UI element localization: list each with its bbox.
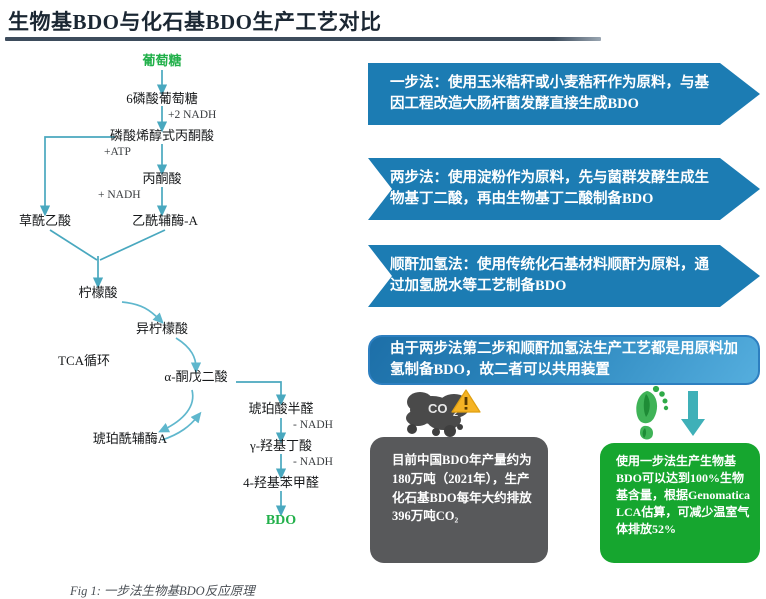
flow-edge-label-nadh-minus-1: - NADH xyxy=(293,419,333,431)
page-title: 生物基BDO与化石基BDO生产工艺对比 xyxy=(8,10,382,34)
svg-text:CO: CO xyxy=(428,401,448,416)
process-box-two-step[interactable]: 两步法：使用淀粉作为原料，先与菌群发酵生成生物基丁二酸，再由生物基丁二酸制备BD… xyxy=(368,158,760,220)
flow-node-succinate-semialdehyde: 琥珀酸半醛 xyxy=(248,401,314,416)
flow-node-g6p: 6磷酸葡萄糖 xyxy=(126,91,198,106)
svg-text:2: 2 xyxy=(453,408,458,418)
bio-bdo-stat-text: 使用一步法生产生物基BDO可以达到100%生物基含量，根据Genomatica … xyxy=(616,454,750,537)
fossil-bdo-stat-card: 目前中国BDO年产量约为180万吨（2021年），生产化石基BDO每年大约排放3… xyxy=(370,437,548,563)
flow-node-hydroxybenzaldehyde: 4-羟基苯甲醛 xyxy=(243,475,319,490)
flow-node-isocitrate: 异柠檬酸 xyxy=(135,321,189,336)
flow-edge-label-atp: +ATP xyxy=(104,146,131,158)
flow-node-alpha-ketoglutarate: α-酮戊二酸 xyxy=(164,369,228,384)
flow-node-bdo: BDO xyxy=(265,513,297,528)
flow-node-pep: 磷酸烯醇式丙酮酸 xyxy=(109,128,215,143)
process-box-one-step[interactable]: 一步法：使用玉米秸秆或小麦秸秆作为原料，与基因工程改造大肠杆菌发酵直接生成BDO xyxy=(368,63,760,125)
flow-node-oxaloacetate: 草酰乙酸 xyxy=(18,213,72,228)
shared-equipment-note-text: 由于两步法第二步和顺酐加氢法生产工艺都是用原料加氢制备BDO，故二者可以共用装置 xyxy=(390,340,738,378)
decrease-arrow-icon xyxy=(681,391,705,436)
flow-edge-label-nadh2: +2 NADH xyxy=(168,109,217,121)
process-box-one-step-text: 一步法：使用玉米秸秆或小麦秸秆作为原料，与基因工程改造大肠杆菌发酵直接生成BDO xyxy=(390,74,709,112)
warning-triangle-icon xyxy=(451,389,481,413)
process-box-two-step-text: 两步法：使用淀粉作为原料，先与菌群发酵生成生物基丁二酸，再由生物基丁二酸制备BD… xyxy=(390,169,709,207)
flow-node-citrate: 柠檬酸 xyxy=(78,285,118,300)
bio-bdo-pathway-diagram: 葡萄糖 6磷酸葡萄糖 +2 NADH 磷酸烯醇式丙酮酸 +ATP 丙酮酸 + N… xyxy=(0,48,360,598)
green-footprint-icon xyxy=(636,385,669,440)
co2-cloud-warning-icon: CO 2 xyxy=(406,389,481,437)
title-underline xyxy=(5,37,601,41)
fossil-bdo-stat-text: 目前中国BDO年产量约为180万吨（2021年），生产化石基BDO每年大约排放3… xyxy=(392,453,532,524)
flow-node-pyruvate: 丙酮酸 xyxy=(142,171,182,186)
flow-edge-label-nadh-plus: + NADH xyxy=(98,189,141,201)
flow-node-acetyl-coa: 乙酰辅酶-A xyxy=(132,213,198,228)
slide-canvas: 生物基BDO与化石基BDO生产工艺对比 xyxy=(0,10,760,598)
figure-caption: Fig 1: 一步法生物基BDO反应原理 xyxy=(70,584,255,598)
process-box-maleic-hydrogenation-text: 顺酐加氢法：使用传统化石基材料顺酐为原料，通过加氢脱水等工艺制备BDO xyxy=(390,256,709,294)
flow-node-glucose: 葡萄糖 xyxy=(142,53,182,68)
flow-edge-label-nadh-minus-2: - NADH xyxy=(293,456,333,468)
pathway-arrows-svg xyxy=(39,70,287,517)
process-box-maleic-hydrogenation[interactable]: 顺酐加氢法：使用传统化石基材料顺酐为原料，通过加氢脱水等工艺制备BDO xyxy=(368,245,760,307)
flow-label-tca-cycle: TCA循环 xyxy=(58,353,111,368)
shared-equipment-note-box[interactable]: 由于两步法第二步和顺酐加氢法生产工艺都是用原料加氢制备BDO，故二者可以共用装置 xyxy=(368,335,760,385)
flow-node-ghb: γ-羟基丁酸 xyxy=(249,438,313,453)
flow-node-succinyl-coa: 琥珀酰辅酶A xyxy=(92,431,168,446)
bio-bdo-stat-card: 使用一步法生产生物基BDO可以达到100%生物基含量，根据Genomatica … xyxy=(600,443,760,563)
